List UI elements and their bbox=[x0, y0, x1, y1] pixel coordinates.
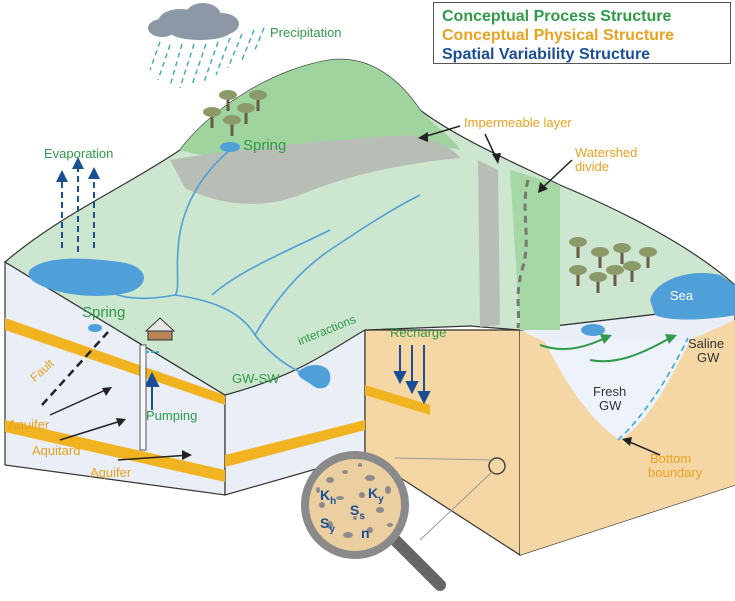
label-spring-top: Spring bbox=[243, 137, 287, 154]
legend-process: Conceptual Process Structure bbox=[442, 8, 672, 25]
label-fresh-gw-2: GW bbox=[599, 398, 622, 413]
spring-left-pond bbox=[88, 324, 102, 332]
leader-arrowheads bbox=[102, 132, 632, 460]
well-pipe bbox=[139, 344, 147, 451]
aquifer-band-lower bbox=[5, 420, 225, 482]
watershed-divide-line bbox=[516, 179, 530, 329]
label-aquitard: Aquitard bbox=[32, 443, 81, 458]
fault-line bbox=[41, 331, 109, 406]
label-spring-left: Spring bbox=[82, 304, 126, 321]
sample-point-marker bbox=[488, 457, 506, 475]
label-precipitation: Precipitation bbox=[270, 25, 342, 40]
gw-flow-arrowheads bbox=[600, 334, 677, 344]
trees-top bbox=[203, 90, 267, 136]
rain-cloud-icon bbox=[148, 3, 239, 40]
label-watershed-divide-2: divide bbox=[575, 159, 609, 174]
evaporation-arrowheads bbox=[56, 157, 100, 182]
ridge-green bbox=[510, 170, 560, 330]
impermeable-strip bbox=[478, 160, 500, 327]
param-n: n bbox=[361, 525, 370, 541]
sea bbox=[650, 272, 735, 320]
evaporation-arrows bbox=[61, 165, 95, 252]
stream-branch-3 bbox=[211, 229, 331, 296]
magnifier-handle bbox=[389, 534, 446, 591]
legend-box: Conceptual Process Structure Conceptual … bbox=[433, 2, 731, 64]
label-bottom-boundary-1: Bottom bbox=[650, 451, 692, 466]
magnifier-grains bbox=[316, 463, 393, 538]
label-sea: Sea bbox=[670, 288, 694, 303]
rain-drops bbox=[149, 27, 265, 89]
saline-interface bbox=[617, 337, 689, 441]
lake-left bbox=[28, 258, 144, 296]
param-sy: Sy bbox=[320, 515, 335, 535]
right-sand bbox=[520, 320, 735, 555]
pumping-arrow bbox=[144, 371, 160, 410]
label-aquifer-lower: Aquifer bbox=[90, 465, 132, 480]
spring-top-pond bbox=[220, 142, 240, 152]
label-bottom-boundary-2: boundary bbox=[648, 465, 703, 480]
trees-right bbox=[569, 237, 657, 293]
label-watershed-divide-1: Watershed bbox=[575, 145, 638, 160]
label-evaporation: Evaporation bbox=[44, 146, 114, 161]
legend-spatial: Spatial Variability Structure bbox=[442, 46, 651, 63]
label-fresh-gw-1: Fresh bbox=[593, 384, 627, 399]
right-pond bbox=[581, 324, 605, 336]
label-saline-gw-2: GW bbox=[697, 350, 720, 365]
label-aquifer-upper: Aquifer bbox=[8, 417, 50, 432]
aquifer-band-upper bbox=[5, 318, 225, 405]
param-ss: Ss bbox=[350, 502, 365, 522]
label-pumping: Pumping bbox=[146, 408, 198, 423]
impermeable-band bbox=[170, 135, 460, 204]
fresh-gw-lens bbox=[545, 340, 690, 440]
label-saline-gw-1: Saline bbox=[688, 336, 725, 351]
legend-physical: Conceptual Physical Structure bbox=[442, 27, 675, 44]
param-ky: Ky bbox=[368, 485, 384, 505]
label-impermeable-layer: Impermeable layer bbox=[464, 115, 572, 130]
stream-main bbox=[109, 149, 231, 300]
stream-branch-2 bbox=[254, 194, 421, 336]
label-recharge: Recharge bbox=[390, 325, 447, 340]
aquifer-band-middle bbox=[225, 420, 365, 467]
gw-sw-lake bbox=[298, 364, 331, 389]
recharge-arrows bbox=[393, 345, 431, 405]
aquifer-band-right bbox=[365, 385, 430, 415]
gw-flow-arrows bbox=[539, 337, 671, 363]
hill-top bbox=[180, 59, 460, 157]
house-icon bbox=[144, 317, 176, 341]
label-gw-sw: GW-SW bbox=[232, 371, 280, 386]
magnifier-leader-lines bbox=[394, 457, 493, 541]
param-kh: Kh bbox=[320, 487, 337, 507]
